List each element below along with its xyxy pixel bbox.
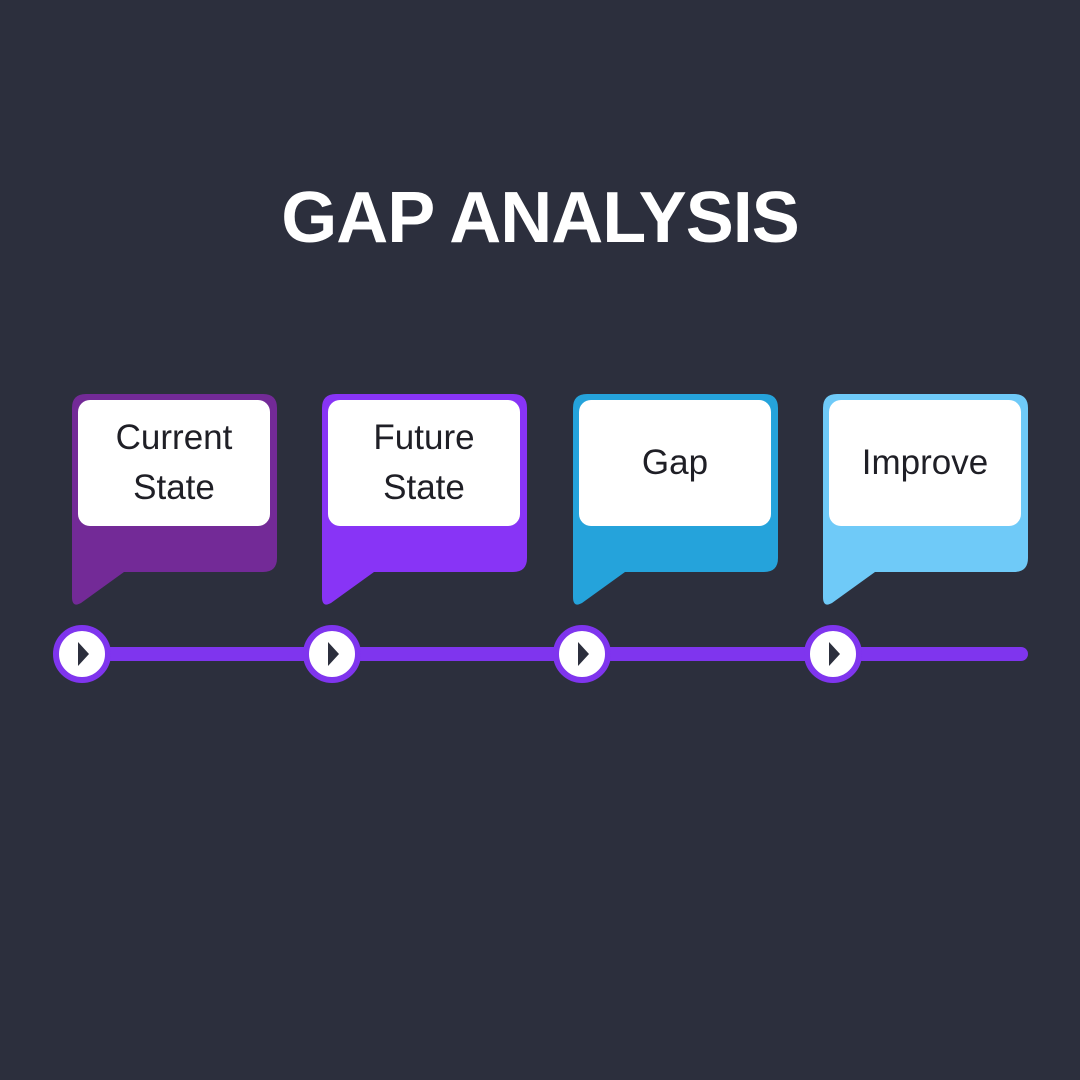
- step-improve: Improve: [823, 394, 1033, 608]
- page-title: GAP ANALYSIS: [281, 178, 800, 258]
- step-future-state: Future State: [322, 394, 532, 608]
- step-gap: Gap: [573, 394, 783, 608]
- step-label: Current State: [115, 418, 233, 507]
- step-card: Improve: [829, 400, 1021, 526]
- step-label: Future State: [373, 418, 475, 507]
- step-card: Future State: [328, 400, 520, 526]
- step-current-state: Current State: [72, 394, 282, 608]
- step-card: Current State: [78, 400, 270, 526]
- step-label: Gap: [641, 443, 709, 482]
- step-card: Gap: [579, 400, 771, 526]
- step-label: Improve: [861, 443, 989, 482]
